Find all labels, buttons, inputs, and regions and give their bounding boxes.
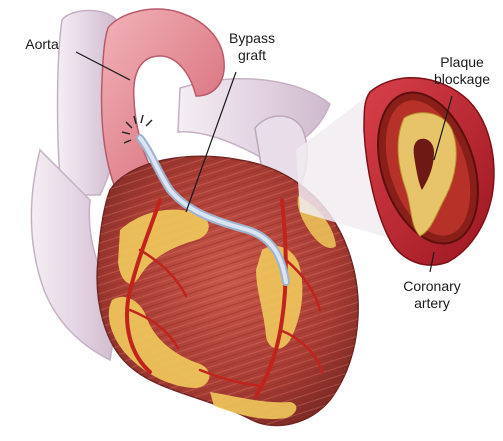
coronary-artery-label: Coronary artery — [392, 278, 472, 312]
coronary-label-line1: Coronary — [392, 278, 472, 295]
aorta-label: Aorta — [12, 36, 72, 53]
artery-cross-section — [360, 78, 496, 265]
plaque-blockage-label: Plaque blockage — [424, 54, 500, 88]
bypass-label-line2: graft — [220, 47, 284, 64]
bypass-graft-label: Bypass graft — [220, 30, 284, 64]
coronary-label-line2: artery — [392, 295, 472, 312]
plaque-label-line2: blockage — [424, 71, 500, 88]
bypass-label-line1: Bypass — [220, 30, 284, 47]
plaque-label-line1: Plaque — [424, 54, 500, 71]
